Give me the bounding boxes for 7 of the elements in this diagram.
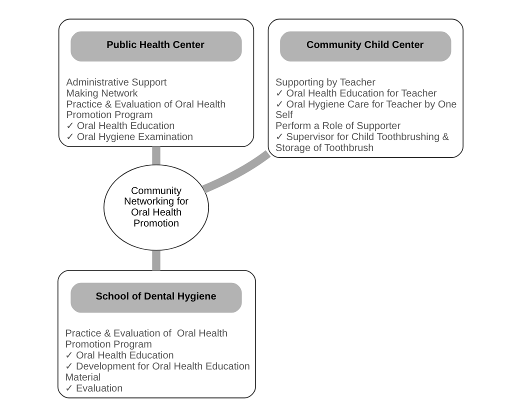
connector (152, 250, 160, 270)
connector (152, 146, 160, 165)
node-ellipse: Community Networking for Oral Health Promotion (102, 164, 209, 251)
node-box: Public Health Center (70, 31, 242, 62)
node-box: Community Child Center (280, 31, 451, 62)
connector (202, 150, 270, 194)
node-box: School of Dental Hygiene (70, 282, 242, 313)
